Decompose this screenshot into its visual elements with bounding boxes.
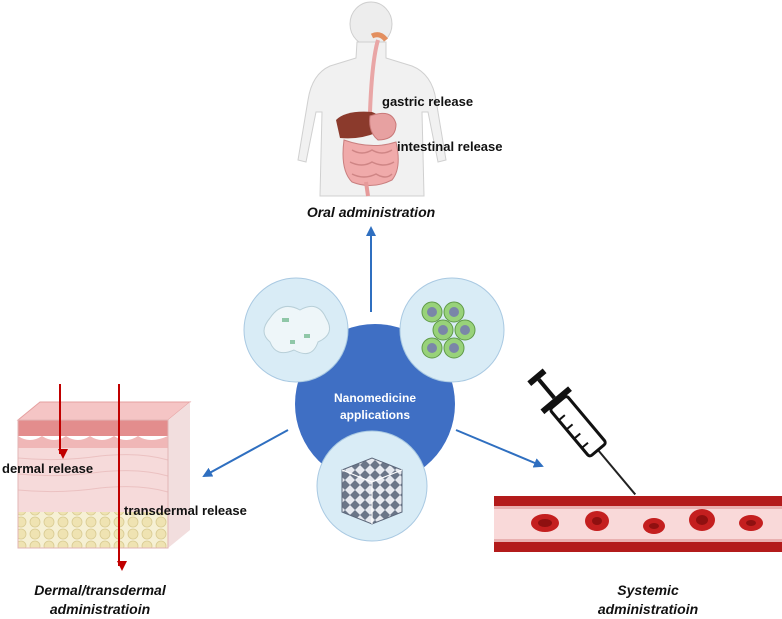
dermal-title-line2: administratioin (49, 601, 151, 617)
nanotube-bundle-icon (399, 277, 505, 383)
skin-section-icon (16, 401, 192, 549)
center-label-line2: applications (339, 408, 410, 422)
oral-title: Oral administration (306, 204, 436, 220)
arrow-to-systemic (455, 429, 544, 468)
dermal-release-label: dermal release (2, 461, 94, 476)
blood-vessel-icon (494, 496, 782, 552)
dermal-title-line1: Dermal/transdermal (34, 582, 166, 598)
center-label: Nanomedicine applications (300, 390, 450, 424)
transdermal-release-label: transdermal release (124, 503, 247, 518)
center-label-line1: Nanomedicine (333, 391, 417, 405)
syringe-icon (527, 368, 637, 496)
systemic-title: Systemic administratioin (578, 581, 718, 619)
nanoparticle-icon (243, 277, 349, 383)
systemic-title-line1: Systemic (617, 582, 679, 598)
nanostructure-lattice-icon (316, 430, 428, 542)
arrow-to-dermal (202, 429, 289, 477)
human-body-icon (297, 1, 447, 197)
intestinal-release-label: intestinal release (397, 139, 503, 154)
dermal-title: Dermal/transdermal administratioin (20, 581, 180, 619)
gastric-release-label: gastric release (382, 94, 474, 109)
systemic-title-line2: administratioin (597, 601, 699, 617)
